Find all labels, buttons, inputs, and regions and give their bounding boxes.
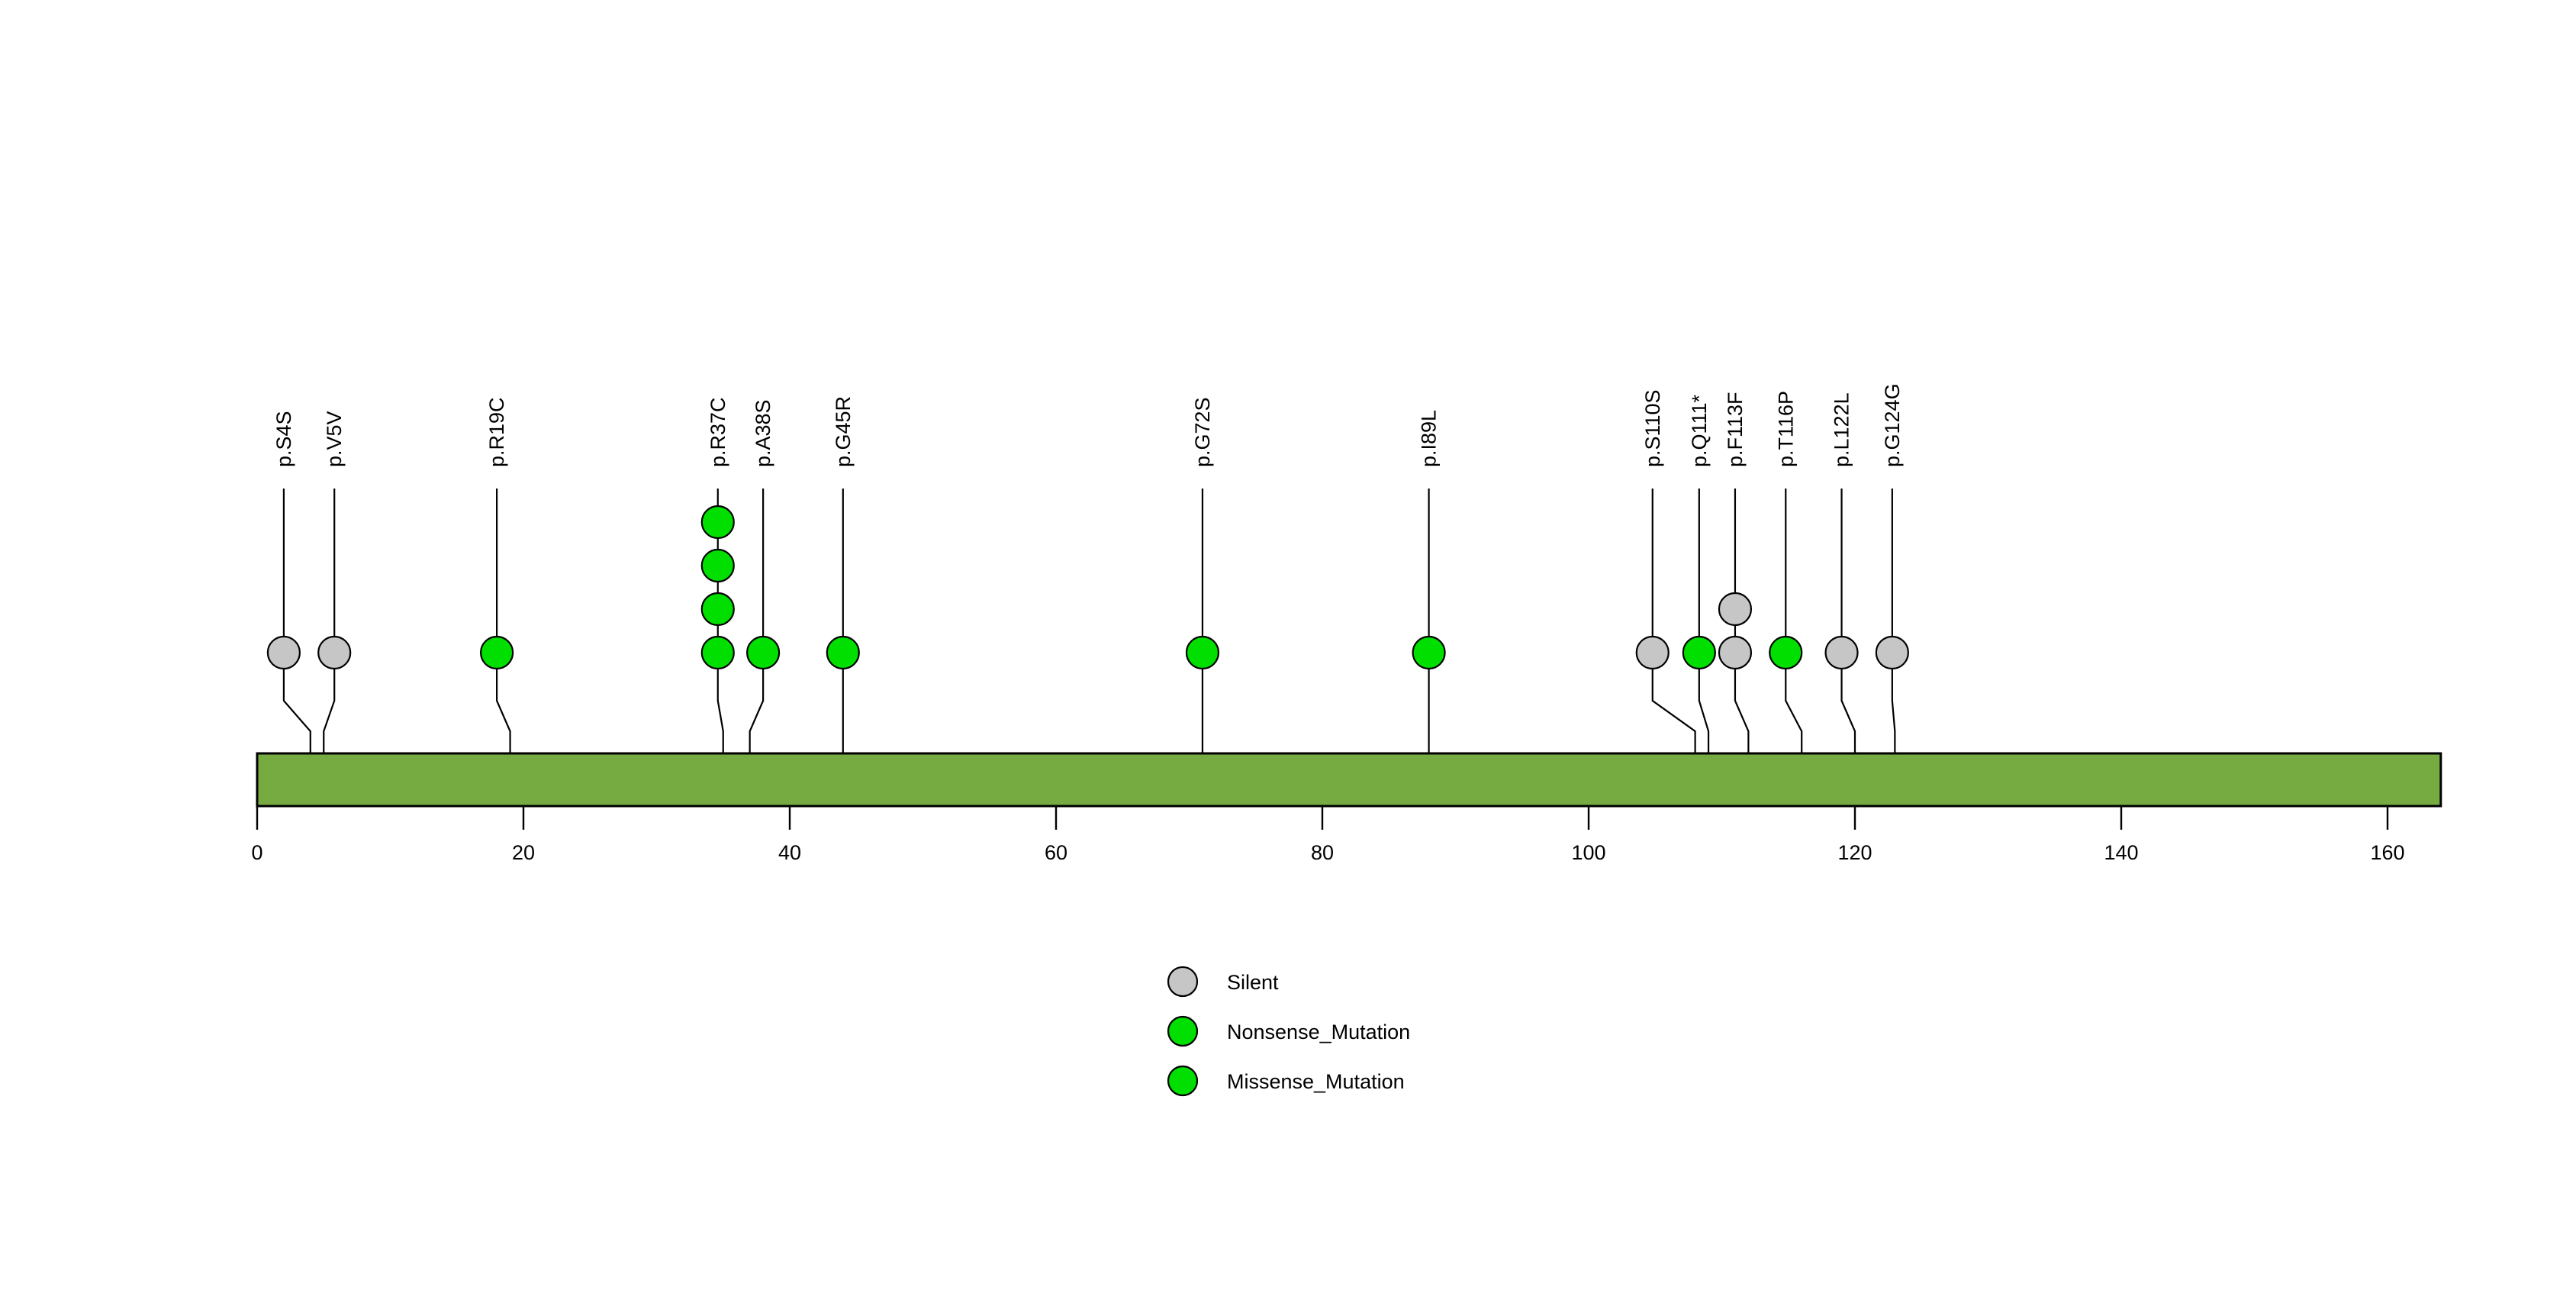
protein-bar-layer (256, 752, 2442, 808)
mutation-label: p.V5V (323, 411, 346, 467)
legend-label: Silent (1227, 971, 1279, 994)
mutation-label: p.R19C (485, 397, 508, 467)
mutation-node[interactable] (826, 635, 860, 670)
mutation-label: p.I89L (1418, 410, 1441, 467)
mutation-node[interactable] (317, 635, 352, 670)
mutation-node[interactable] (1185, 635, 1220, 670)
mutation-node[interactable] (700, 505, 735, 540)
mutation-label: p.Q111* (1688, 394, 1711, 467)
mutation-label: p.G124G (1881, 383, 1904, 467)
mutation-labels-layer: p.S4S p.V5V p.R19C p.R37C p.A38S p.G45R p.G72S… (272, 383, 1904, 467)
mutation-label: p.L122L (1831, 392, 1853, 467)
axis-tick-label: 20 (512, 841, 535, 864)
axis-tick-label: 100 (1571, 841, 1605, 864)
axis-tick-label: 160 (2370, 841, 2404, 864)
mutation-label: p.G72S (1191, 397, 1214, 467)
protein-domain-bar (256, 752, 2442, 808)
mutation-node[interactable] (266, 635, 301, 670)
mutation-label: p.T116P (1774, 391, 1797, 467)
mutation-node[interactable] (1718, 592, 1753, 627)
x-axis-layer: 0 20 40 60 80 100 120 140 160 (251, 806, 2405, 864)
mutation-node[interactable] (479, 635, 514, 670)
mutation-node[interactable] (745, 635, 781, 670)
mutation-node[interactable] (1875, 635, 1909, 670)
mutation-label: p.S110S (1641, 389, 1664, 467)
mutation-node[interactable] (1718, 635, 1753, 670)
mutation-node[interactable] (1682, 635, 1716, 670)
mutation-nodes-layer (266, 505, 1909, 670)
mutation-node[interactable] (1412, 635, 1446, 670)
mutation-node[interactable] (1769, 635, 1803, 670)
legend-swatch (1167, 1065, 1199, 1097)
legend-swatch (1167, 966, 1199, 998)
axis-tick-label: 60 (1045, 841, 1067, 864)
mutation-node[interactable] (700, 548, 735, 583)
mutation-label: p.R37C (707, 397, 729, 467)
mutation-label: p.S4S (272, 411, 295, 467)
legend-label: Missense_Mutation (1227, 1070, 1405, 1093)
axis-tick-label: 80 (1311, 841, 1334, 864)
axis-tick-label: 120 (1837, 841, 1872, 864)
legend-swatch (1167, 1015, 1199, 1047)
axis-tick-label: 0 (251, 841, 262, 864)
axis-tick-label: 40 (778, 841, 801, 864)
mutation-label: p.A38S (752, 399, 774, 467)
mutation-node[interactable] (1824, 635, 1859, 670)
legend-label: Nonsense_Mutation (1227, 1021, 1410, 1043)
mutation-label: p.G45R (832, 396, 855, 467)
mutation-node[interactable] (1635, 635, 1670, 670)
mutation-node[interactable] (700, 635, 735, 670)
axis-tick-label: 140 (2104, 841, 2138, 864)
mutation-label: p.F113F (1724, 392, 1747, 467)
mutation-node[interactable] (700, 592, 735, 627)
